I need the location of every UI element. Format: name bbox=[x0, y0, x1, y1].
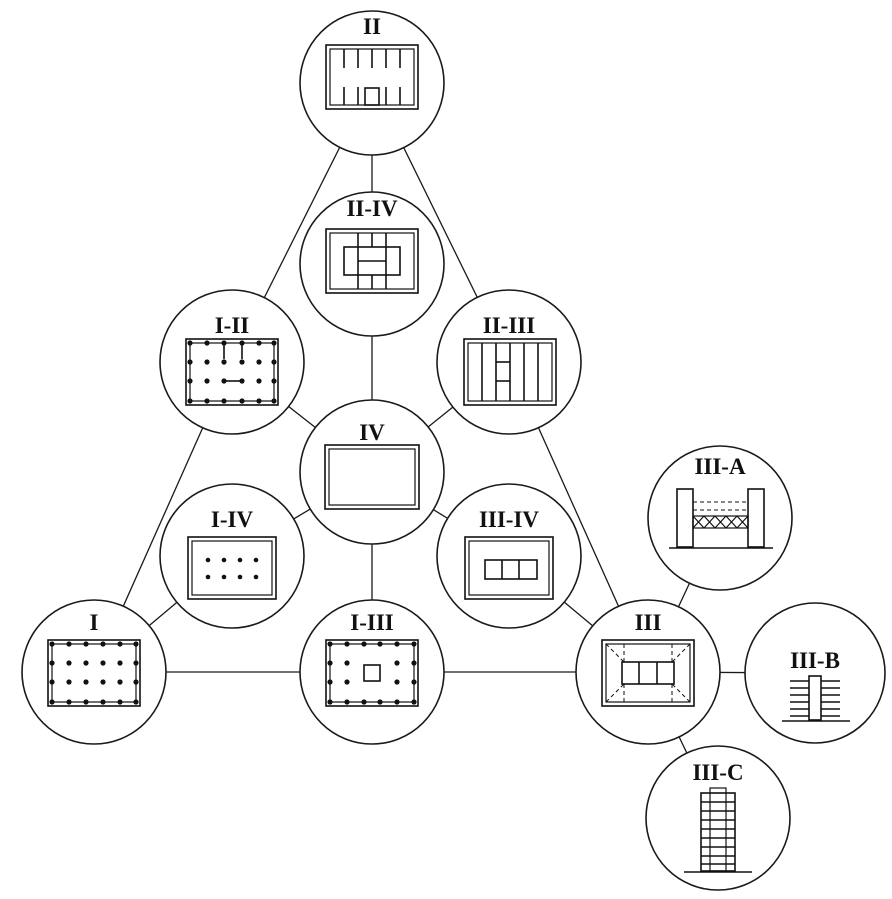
node-i-circle bbox=[21, 599, 167, 745]
node-ii-iv-plan-icon bbox=[325, 228, 419, 294]
node-iii-c-label: III-C bbox=[692, 760, 743, 785]
node-iv: IV bbox=[299, 399, 445, 545]
node-i-columns bbox=[49, 641, 139, 705]
node-ii-iii-label: II-III bbox=[483, 313, 535, 338]
node-iii-iv-circle bbox=[436, 483, 582, 629]
node-ii-iv-circle bbox=[299, 191, 445, 337]
node-iii-b: III-B bbox=[744, 602, 886, 744]
node-i-iii-circle bbox=[299, 599, 445, 745]
node-iii-iv-label: III-IV bbox=[479, 507, 539, 532]
node-iii-a-circle bbox=[647, 445, 793, 591]
node-i-iv: I-IV bbox=[159, 483, 305, 629]
node-ii: II bbox=[299, 10, 445, 156]
node-i-iii-columns bbox=[327, 641, 417, 705]
node-iii-a: III-A bbox=[647, 445, 793, 591]
node-i-ii-plan-icon bbox=[185, 338, 279, 406]
node-iii-plan-icon bbox=[601, 639, 695, 707]
node-iii-iv: III-IV bbox=[436, 483, 582, 629]
node-i-iii-label: I-III bbox=[350, 610, 394, 635]
node-iii-b-circle bbox=[744, 602, 886, 744]
node-iii-b-label: III-B bbox=[790, 648, 840, 673]
node-i-iv-plan-icon bbox=[187, 536, 277, 600]
node-ii-circle bbox=[299, 10, 445, 156]
node-ii-iii: II-III bbox=[436, 289, 582, 435]
node-ii-iv-label: II-IV bbox=[346, 196, 398, 221]
node-i: I bbox=[21, 599, 167, 745]
node-iv-label: IV bbox=[359, 420, 385, 445]
node-iii-a-label: III-A bbox=[694, 454, 746, 479]
node-iii-c-circle bbox=[645, 745, 791, 891]
node-ii-iv: II-IV bbox=[299, 191, 445, 337]
node-i-iii: I-III bbox=[299, 599, 445, 745]
node-i-plan-icon bbox=[47, 639, 141, 707]
node-iii-c-elevation-icon bbox=[684, 787, 752, 873]
node-i-iii-plan-icon bbox=[325, 639, 419, 707]
node-iii-iv-plan-icon bbox=[464, 536, 554, 600]
node-i-ii-label: I-II bbox=[215, 313, 250, 338]
node-iii-circle bbox=[575, 599, 721, 745]
node-iii-label: III bbox=[635, 610, 662, 635]
node-iii-b-elevation-icon bbox=[782, 675, 850, 722]
node-ii-label: II bbox=[363, 14, 381, 39]
node-iv-circle bbox=[299, 399, 445, 545]
node-iii-a-elevation-icon bbox=[669, 488, 773, 549]
node-iii: III bbox=[575, 599, 721, 745]
node-iii-c: III-C bbox=[645, 745, 791, 891]
node-i-iv-columns bbox=[205, 557, 259, 580]
node-i-iv-label: I-IV bbox=[211, 507, 254, 532]
node-i-ii-columns bbox=[187, 340, 277, 404]
node-ii-plan-icon bbox=[325, 44, 419, 110]
node-i-ii-circle bbox=[159, 289, 305, 435]
node-i-iv-circle bbox=[159, 483, 305, 629]
node-iv-plan-icon bbox=[324, 444, 420, 510]
node-ii-iii-plan-icon bbox=[463, 338, 557, 406]
node-i-ii: I-II bbox=[159, 289, 305, 435]
node-i-label: I bbox=[90, 610, 99, 635]
